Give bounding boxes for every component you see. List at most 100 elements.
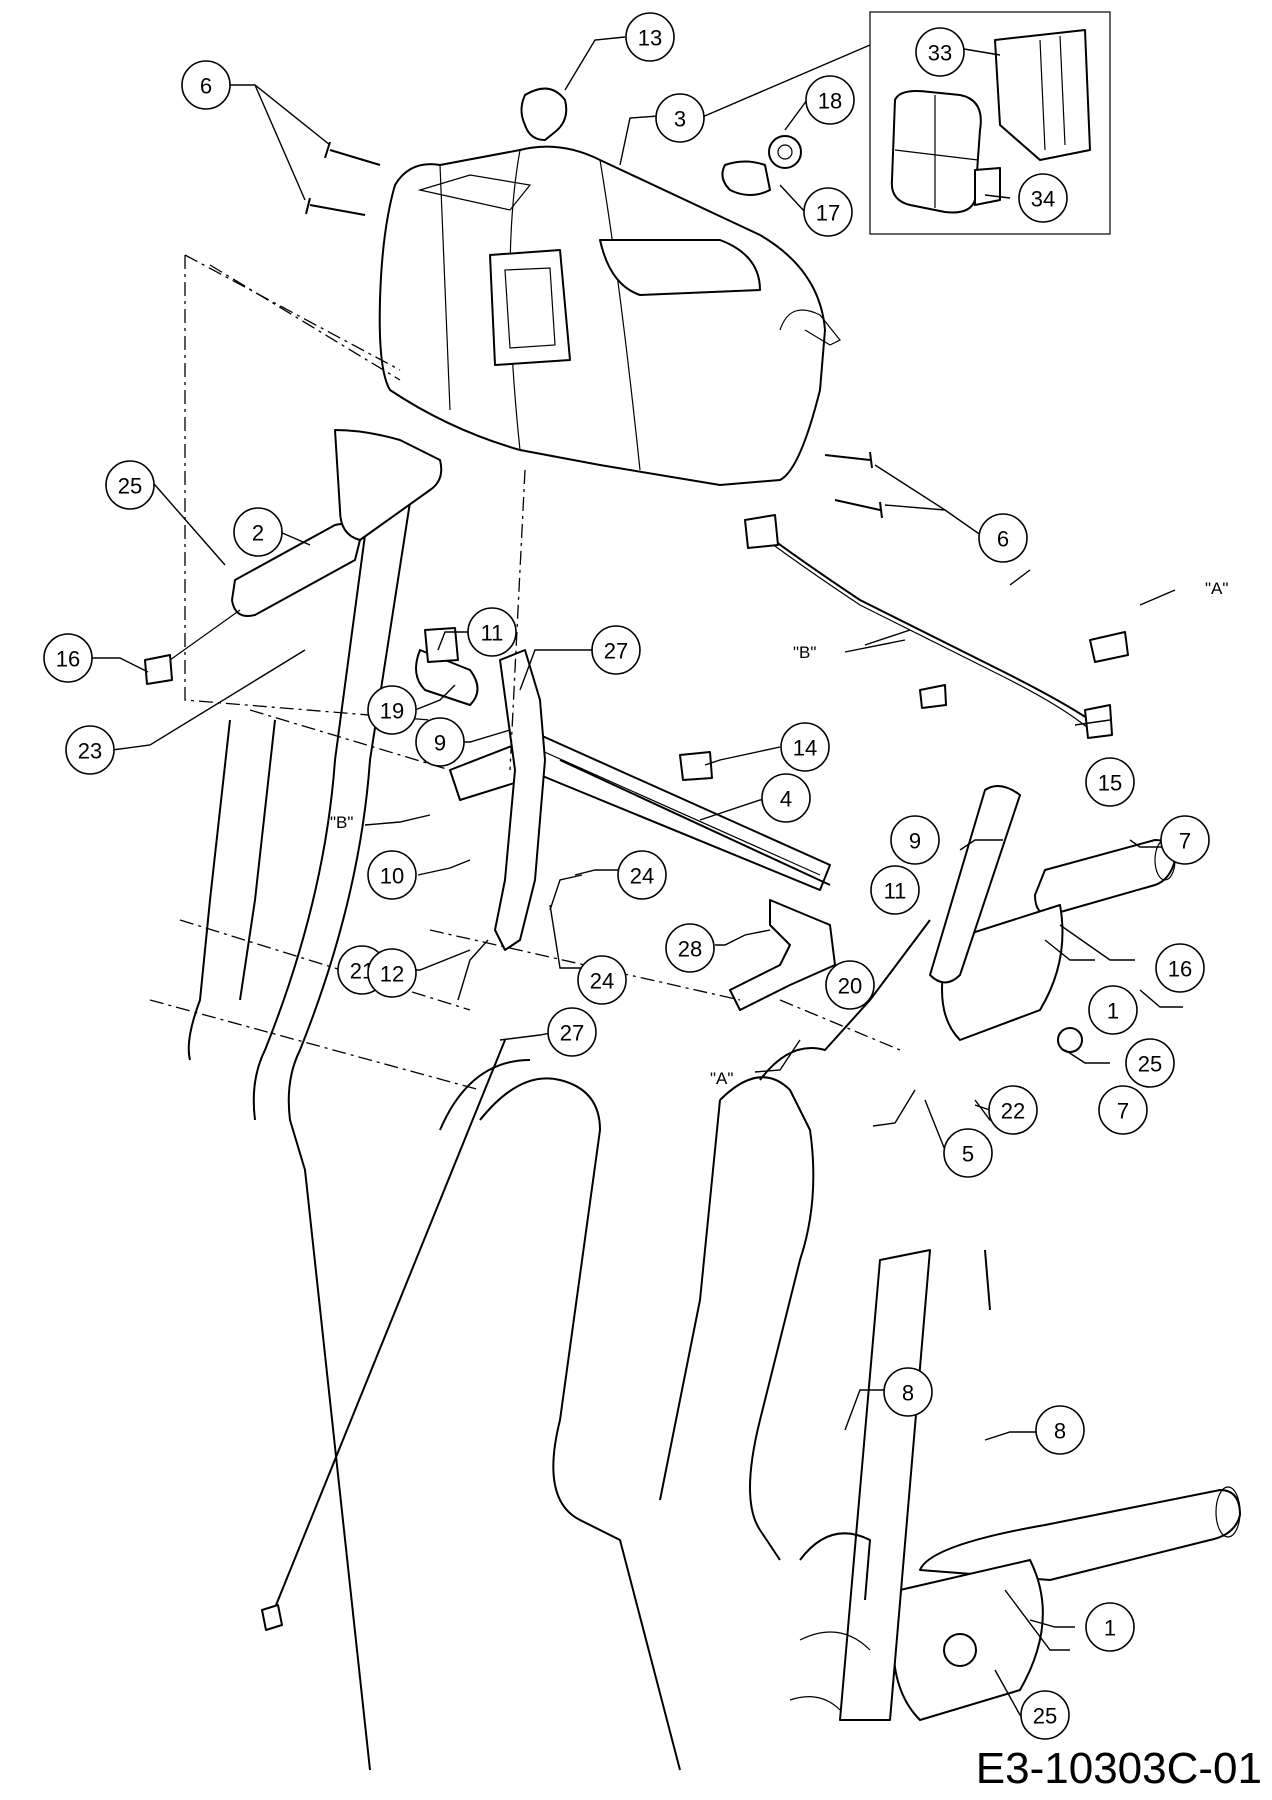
- part-29-lever: [494, 649, 546, 951]
- callout-6-top: 6: [181, 60, 231, 110]
- callout-18-label: 18: [818, 89, 842, 114]
- callout-25-label: 24: [630, 864, 654, 889]
- callout-16b-label: 16: [1168, 957, 1192, 982]
- callout-24: 24: [577, 955, 627, 1005]
- callout-1b-label: 1: [1104, 1616, 1116, 1641]
- callout-28-label: 28: [678, 937, 702, 962]
- callout-20: 20: [825, 960, 875, 1010]
- callout-16-label: 16: [56, 647, 80, 672]
- callout-13: 13: [625, 12, 675, 62]
- callout-19-label: 19: [380, 699, 404, 724]
- part-3-console: [378, 145, 841, 486]
- callout-33-label: 33: [928, 41, 952, 66]
- callout-1-inset: 1: [1085, 1602, 1135, 1652]
- callout-18: 18: [805, 75, 855, 125]
- callout-2: 2: [233, 507, 283, 557]
- callout-5-label: 5: [962, 1142, 974, 1167]
- callout-7-top: 7: [1160, 815, 1210, 865]
- part-4-crossbar: [449, 734, 836, 1011]
- callout-26-label: 25: [118, 474, 142, 499]
- callout-14-label: 14: [793, 736, 817, 761]
- callout-15-label: 15: [1098, 771, 1122, 796]
- callout-10: 10: [367, 850, 417, 900]
- part-17-bulb: [721, 160, 771, 196]
- callout-7-bottom: 7: [1098, 1085, 1148, 1135]
- part-16-left-connector: [144, 609, 241, 685]
- part-6-bolts: [305, 141, 883, 519]
- callout-26-left: 25: [105, 460, 155, 510]
- callout-23-label: 23: [78, 739, 102, 764]
- callout-2-label: 2: [252, 521, 264, 546]
- callout-3: 3: [655, 93, 705, 143]
- callout-14: 14: [780, 722, 830, 772]
- assembly-lines: [149, 254, 901, 1091]
- callout-28: 28: [665, 923, 715, 973]
- callout-16-left: 16: [43, 633, 93, 683]
- callout-5: 5: [943, 1128, 993, 1178]
- drawing-code: E3-10303C-01: [975, 1744, 1262, 1793]
- part-34-drawing: [890, 90, 1001, 214]
- callout-3-label: 3: [674, 107, 686, 132]
- callout-26-inset: 25: [1020, 1690, 1070, 1740]
- callout-6-label: 6: [200, 74, 212, 99]
- callout-9-right: 9: [890, 815, 940, 865]
- callout-8-label: 8: [902, 1381, 914, 1406]
- part-19-switch: [415, 649, 479, 706]
- ref-mark-b-crossbar: "B": [330, 813, 353, 832]
- part-2-left-grip: [231, 429, 443, 617]
- ref-mark-b-harness: "B": [793, 643, 816, 662]
- callout-11-right: 11: [870, 865, 920, 915]
- inset-detail-bottom: [789, 1249, 1241, 1721]
- callout-25: 24: [617, 850, 667, 900]
- callout-15: 15: [1085, 757, 1135, 807]
- callout-9-label: 9: [434, 731, 446, 756]
- handle-frame: [187, 444, 931, 1771]
- callout-1: 1: [1088, 985, 1138, 1035]
- part-27-cable: [261, 1039, 506, 1631]
- part-13-knob: [520, 87, 568, 141]
- callout-29: 27: [591, 625, 641, 675]
- part-16-right-grip: [1034, 839, 1176, 916]
- callout-7-label: 7: [1179, 829, 1191, 854]
- callout-26c-label: 25: [1033, 1704, 1057, 1729]
- callout-13-label: 13: [638, 26, 662, 51]
- callout-27: 27: [547, 1007, 597, 1057]
- part-18-socket: [768, 135, 802, 169]
- part-11-clip-left: [424, 627, 459, 663]
- callout-19: 19: [367, 685, 417, 735]
- callout-27-label: 27: [560, 1021, 584, 1046]
- callout-12-label: 12: [380, 962, 404, 987]
- part-14-connector: [679, 751, 713, 781]
- callout-7b-label: 7: [1117, 1099, 1129, 1124]
- part-15-harness: [744, 514, 1129, 739]
- callout-8-left: 8: [883, 1367, 933, 1417]
- callout-17-label: 17: [816, 201, 840, 226]
- callout-34-label: 34: [1031, 187, 1055, 212]
- part-26-knob-right: [1057, 1027, 1083, 1053]
- callout-9-left: 9: [415, 717, 465, 767]
- callout-8-right: 8: [1035, 1405, 1085, 1455]
- callout-1-label: 1: [1107, 999, 1119, 1024]
- callout-17: 17: [803, 187, 853, 237]
- callout-6b-label: 6: [997, 527, 1009, 552]
- ref-mark-a-top: "A": [1205, 579, 1228, 598]
- callout-34: 34: [1018, 173, 1068, 223]
- callout-9b-label: 9: [909, 829, 921, 854]
- callout-4-label: 4: [780, 787, 792, 812]
- callout-10-label: 10: [380, 864, 404, 889]
- inset-box-33-34: [869, 11, 1111, 235]
- callout-22: 22: [988, 1085, 1038, 1135]
- callout-26b-label: 25: [1138, 1052, 1162, 1077]
- callout-24-label: 24: [590, 969, 614, 994]
- part-20-upper-right-tube: [929, 785, 1021, 984]
- callout-26-right: 25: [1125, 1038, 1175, 1088]
- ref-mark-a-crossbar: "A": [710, 1069, 733, 1088]
- callout-23: 23: [65, 725, 115, 775]
- callout-11-label: 11: [481, 621, 504, 646]
- callout-6-right: 6: [978, 513, 1028, 563]
- callout-16-right: 16: [1155, 943, 1205, 993]
- callout-11-left: 11: [467, 607, 517, 657]
- callout-11b-label: 11: [884, 879, 907, 904]
- callout-29-label: 27: [604, 639, 628, 664]
